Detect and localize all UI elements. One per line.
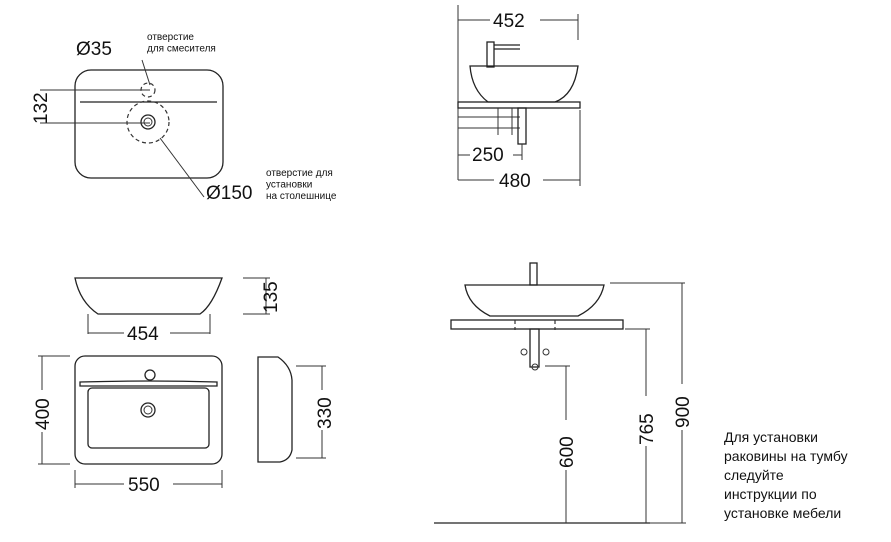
install-note-line: установке мебели (724, 505, 842, 521)
mixer-body (486, 41, 495, 68)
dim-hole-mixer: Ø35 (76, 39, 112, 60)
install-note-line: следуйте (724, 467, 784, 483)
drain-plan (140, 402, 156, 418)
dim-250: 250 (472, 145, 504, 166)
fastener (542, 348, 550, 356)
dim-330: 330 (315, 397, 336, 429)
install-note-line: Для установки (724, 429, 818, 445)
dim-454: 454 (127, 324, 159, 345)
dim-900: 900 (673, 396, 694, 428)
install-note: Для установки раковины на тумбу следуйте… (724, 428, 889, 523)
plan-view: 400 550 (33, 355, 223, 496)
countertop-installed (450, 319, 624, 330)
basin-plan-rim (79, 380, 218, 387)
installation-view: 600 765 900 (434, 262, 694, 524)
basin-plan-bowl (87, 387, 210, 449)
basin-front (74, 277, 223, 315)
leader-mixer (141, 59, 151, 86)
basin-plan-outline (74, 355, 223, 465)
dim-hole-counter: Ø150 (206, 183, 252, 204)
dim-765: 765 (637, 413, 658, 445)
dim-480: 480 (499, 171, 531, 192)
dim-600: 600 (557, 436, 578, 468)
mixer-installed (529, 262, 538, 286)
profile-view: 330 (257, 356, 336, 463)
side-view: 452 250 480 (457, 5, 581, 192)
dim-400: 400 (33, 398, 54, 430)
fastener (520, 348, 528, 356)
leader-counter (159, 137, 205, 198)
front-view: 454 135 (74, 277, 282, 345)
drain-inner (143, 117, 153, 127)
dim-depth-132: 132 (31, 92, 52, 124)
drain-installed (529, 328, 540, 368)
dim-452: 452 (493, 11, 525, 32)
install-note-line: инструкции по (724, 486, 817, 502)
basin-profile (257, 356, 293, 463)
basin-installed (464, 284, 605, 317)
drain-plan-inner (143, 405, 153, 415)
drain-hole (140, 114, 156, 130)
dim-550: 550 (128, 475, 160, 496)
countertop (457, 101, 581, 109)
install-note-line: раковины на тумбу (724, 448, 848, 464)
basin-outline (74, 69, 224, 179)
mixer-hole-plan (144, 369, 156, 381)
fastener (531, 363, 539, 371)
dim-135: 135 (261, 281, 282, 313)
basin-side (469, 65, 579, 103)
drain-pipe (517, 107, 527, 145)
countertop-hole (126, 100, 170, 144)
